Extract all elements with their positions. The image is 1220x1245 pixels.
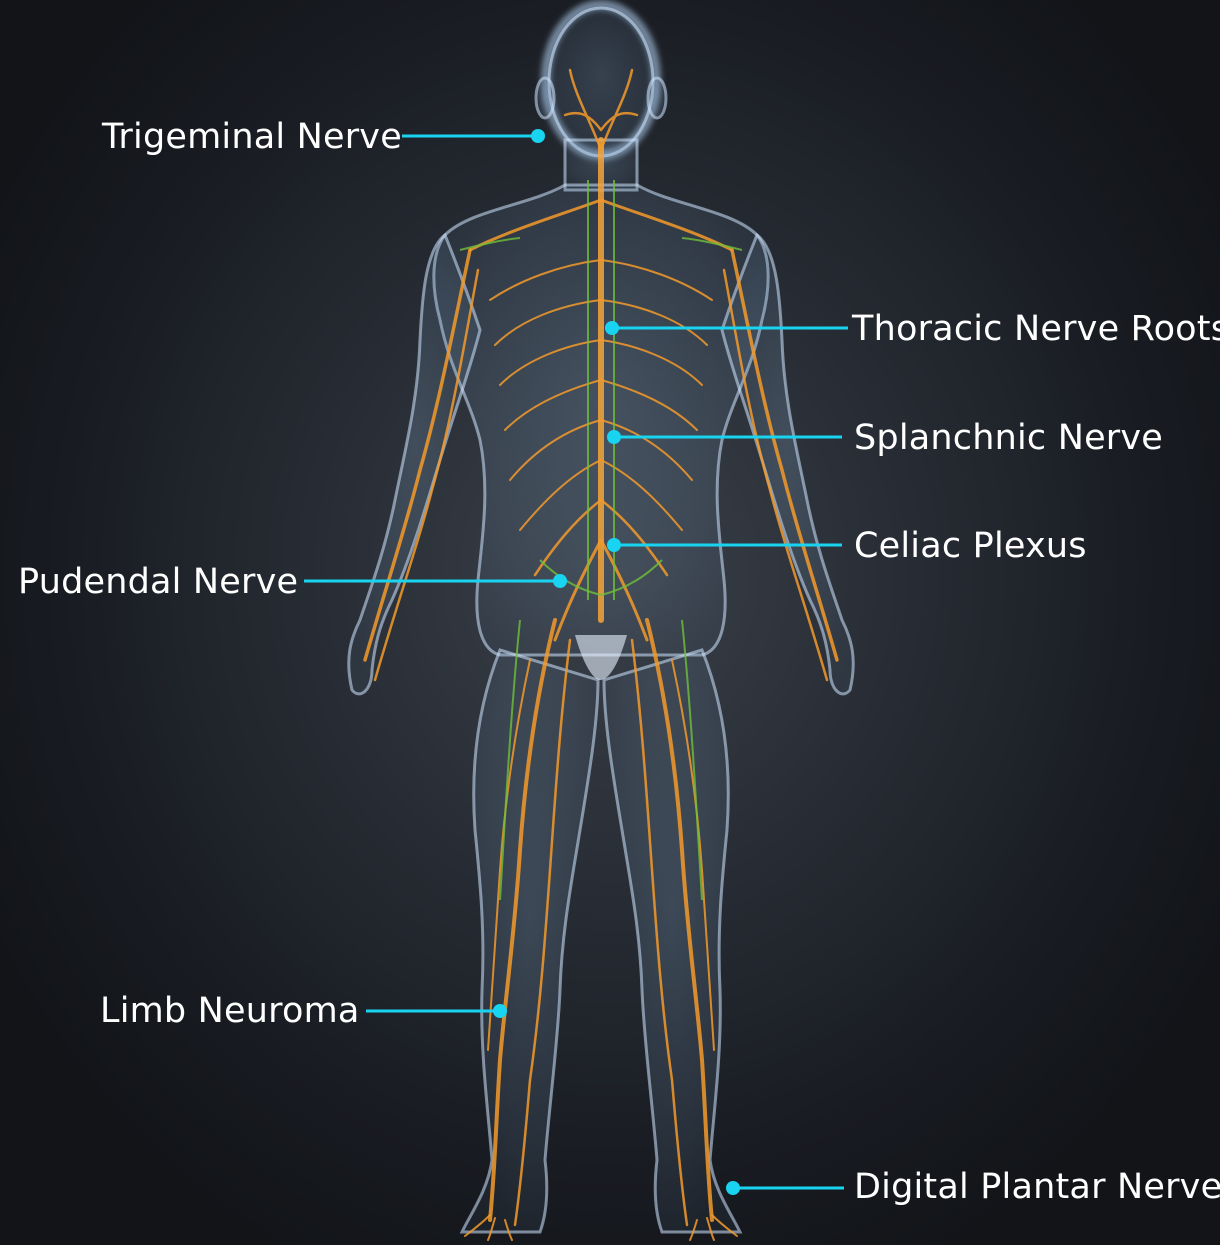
label-limb-neuroma: Limb Neuroma — [100, 991, 360, 1031]
label-pudendal-nerve: Pudendal Nerve — [18, 562, 298, 602]
leader-trigeminal — [402, 129, 545, 143]
label-digital-plantar-nerve: Digital Plantar Nerve — [854, 1167, 1220, 1207]
label-splanchnic-nerve: Splanchnic Nerve — [854, 418, 1163, 458]
leader-plantar — [726, 1181, 844, 1195]
label-trigeminal-nerve: Trigeminal Nerve — [102, 117, 402, 157]
label-thoracic-nerve-roots: Thoracic Nerve Roots — [852, 309, 1220, 349]
label-celiac-plexus: Celiac Plexus — [854, 526, 1087, 566]
